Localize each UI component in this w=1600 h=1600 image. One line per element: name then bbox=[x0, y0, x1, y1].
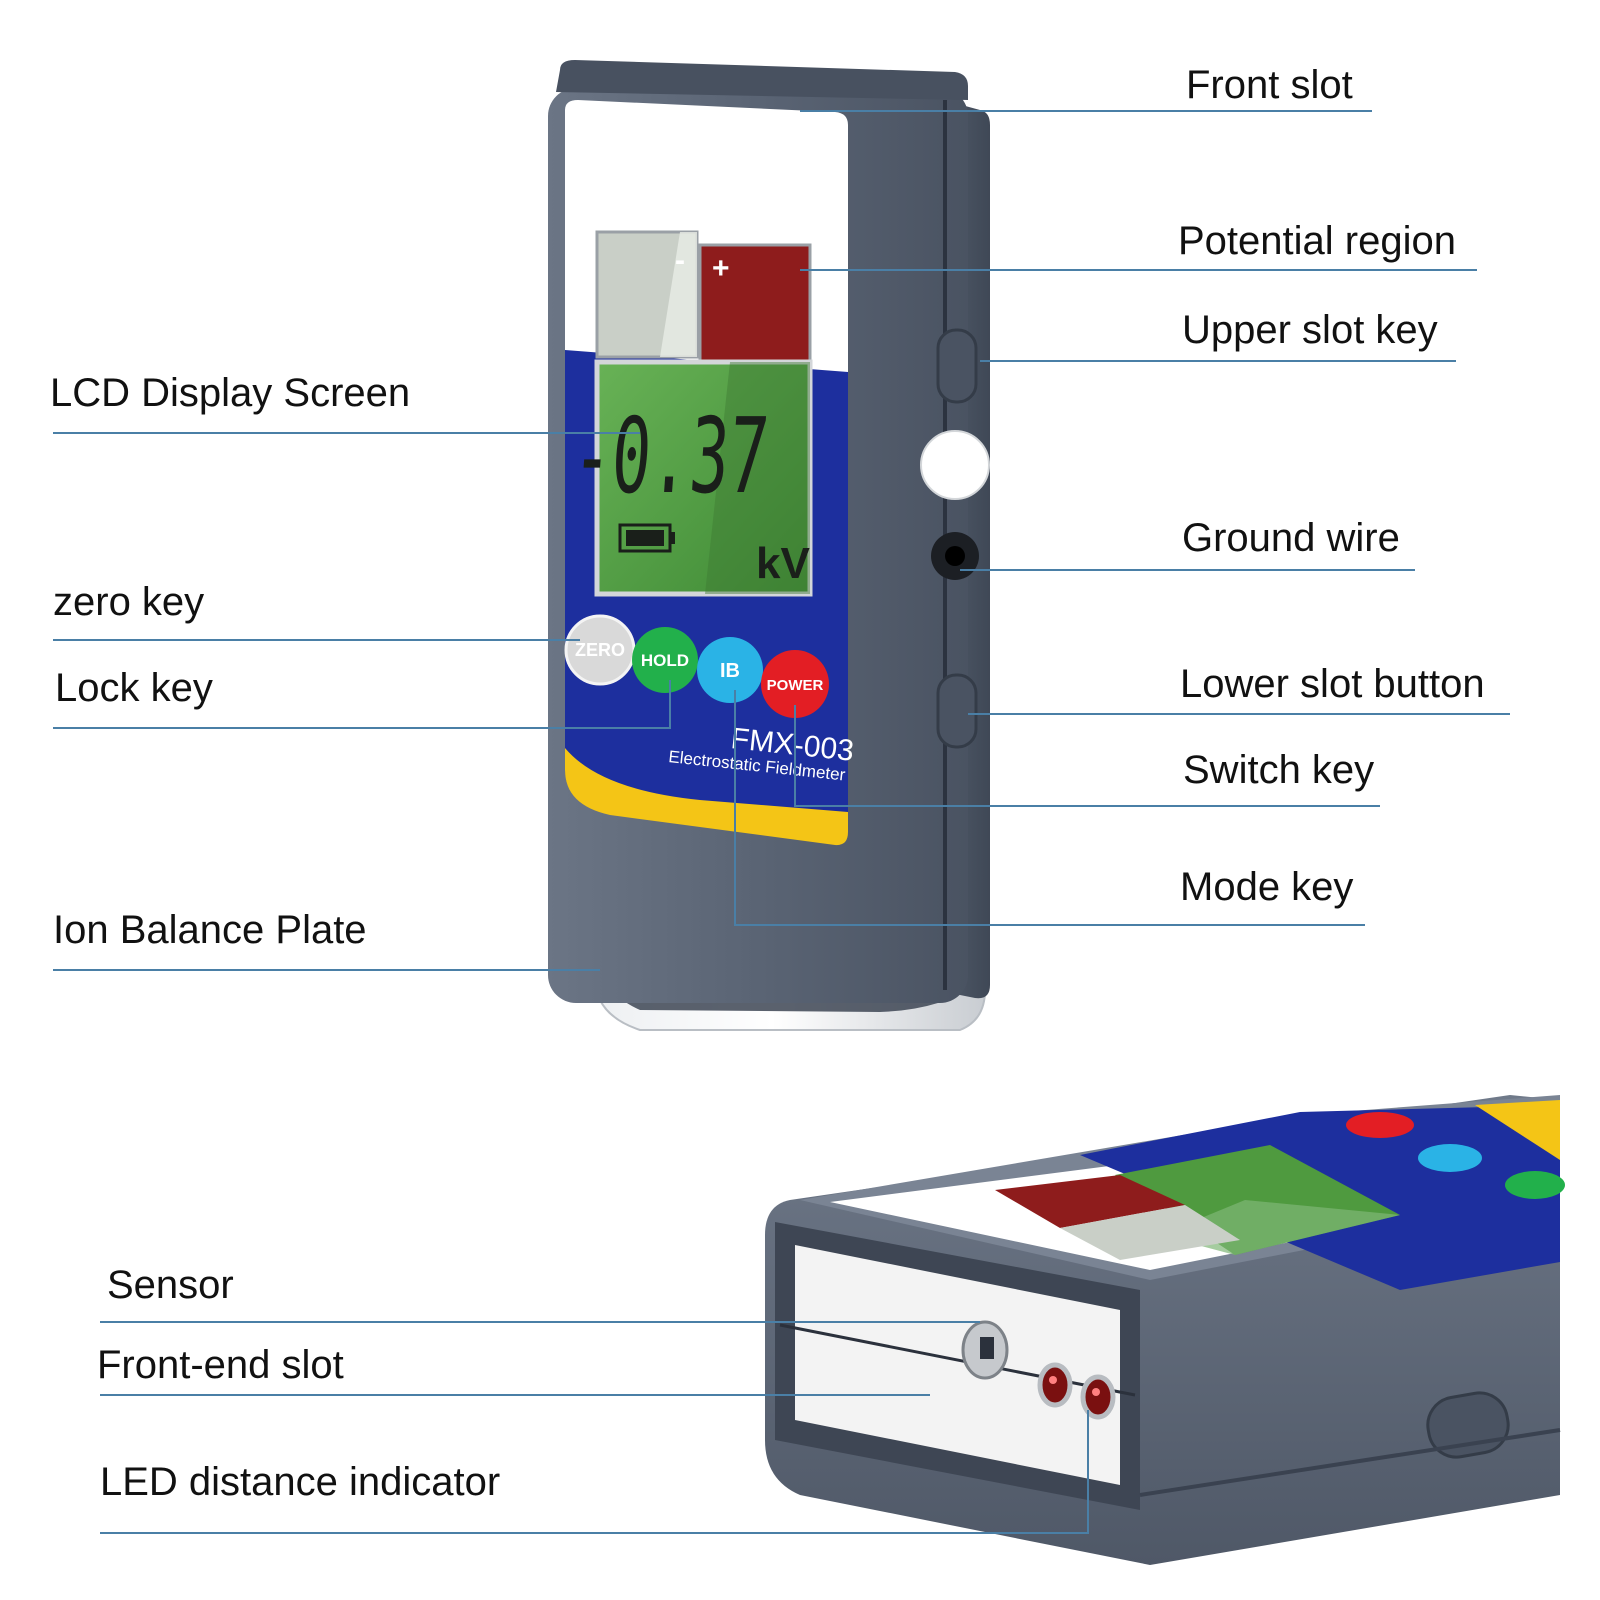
lower-slot-button[interactable] bbox=[936, 673, 978, 749]
leader-lines bbox=[53, 110, 1510, 1534]
lying-potential-red bbox=[995, 1175, 1185, 1228]
lying-ib-button bbox=[1418, 1144, 1482, 1172]
leader-lock-key bbox=[53, 680, 671, 729]
upper-slot-key[interactable] bbox=[936, 328, 978, 404]
label-sensor: Sensor bbox=[107, 1263, 234, 1307]
led-distance-indicator bbox=[1037, 1362, 1116, 1420]
label-zero-key: zero key bbox=[53, 580, 205, 624]
power-button-label: POWER bbox=[767, 677, 824, 694]
leader-switch-key bbox=[794, 705, 1380, 807]
leader-mode-key bbox=[734, 690, 1365, 926]
leader-led bbox=[100, 1410, 1089, 1534]
front-slot-edge bbox=[556, 60, 968, 100]
upright-device: - + -0.37 kV ZERO HOLD IB bbox=[548, 60, 990, 1031]
label-mode-key: Mode key bbox=[1180, 865, 1354, 909]
lying-hold-button bbox=[1505, 1171, 1565, 1199]
side-white-dot bbox=[920, 430, 990, 500]
lcd-display-screen bbox=[594, 359, 813, 597]
zero-button-label: ZERO bbox=[575, 640, 625, 660]
hold-button[interactable]: HOLD bbox=[632, 627, 698, 693]
label-lower-slot-button: Lower slot button bbox=[1180, 662, 1485, 706]
label-potential-region: Potential region bbox=[1178, 219, 1456, 263]
battery-icon bbox=[618, 523, 675, 553]
lcd-unit: kV bbox=[756, 539, 810, 588]
label-lcd-display-screen: LCD Display Screen bbox=[50, 371, 411, 415]
label-front-end-slot: Front-end slot bbox=[97, 1343, 344, 1387]
hold-button-label: HOLD bbox=[641, 651, 689, 670]
label-switch-key: Switch key bbox=[1183, 748, 1375, 792]
lying-device bbox=[765, 1095, 1565, 1565]
plus-sign: + bbox=[712, 252, 730, 285]
label-ion-balance-plate: Ion Balance Plate bbox=[53, 908, 367, 952]
zero-button[interactable]: ZERO bbox=[564, 614, 636, 686]
label-ground-wire: Ground wire bbox=[1182, 516, 1400, 560]
power-button[interactable]: POWER bbox=[761, 650, 829, 718]
minus-sign: - bbox=[675, 244, 685, 277]
sensor-icon bbox=[961, 1320, 1009, 1380]
ib-button[interactable]: IB bbox=[697, 637, 763, 703]
label-front-slot: Front slot bbox=[1186, 63, 1353, 107]
label-led-distance-indicator: LED distance indicator bbox=[100, 1460, 501, 1504]
potential-region-positive bbox=[698, 243, 812, 372]
label-upper-slot-key: Upper slot key bbox=[1182, 308, 1438, 352]
front-end-white-plate bbox=[795, 1245, 1120, 1485]
lying-power-button bbox=[1346, 1112, 1414, 1138]
accent-yellow-band bbox=[565, 748, 848, 846]
ib-button-label: IB bbox=[720, 660, 740, 682]
label-lock-key: Lock key bbox=[55, 666, 213, 710]
lcd-reading: -0.37 bbox=[569, 395, 773, 517]
